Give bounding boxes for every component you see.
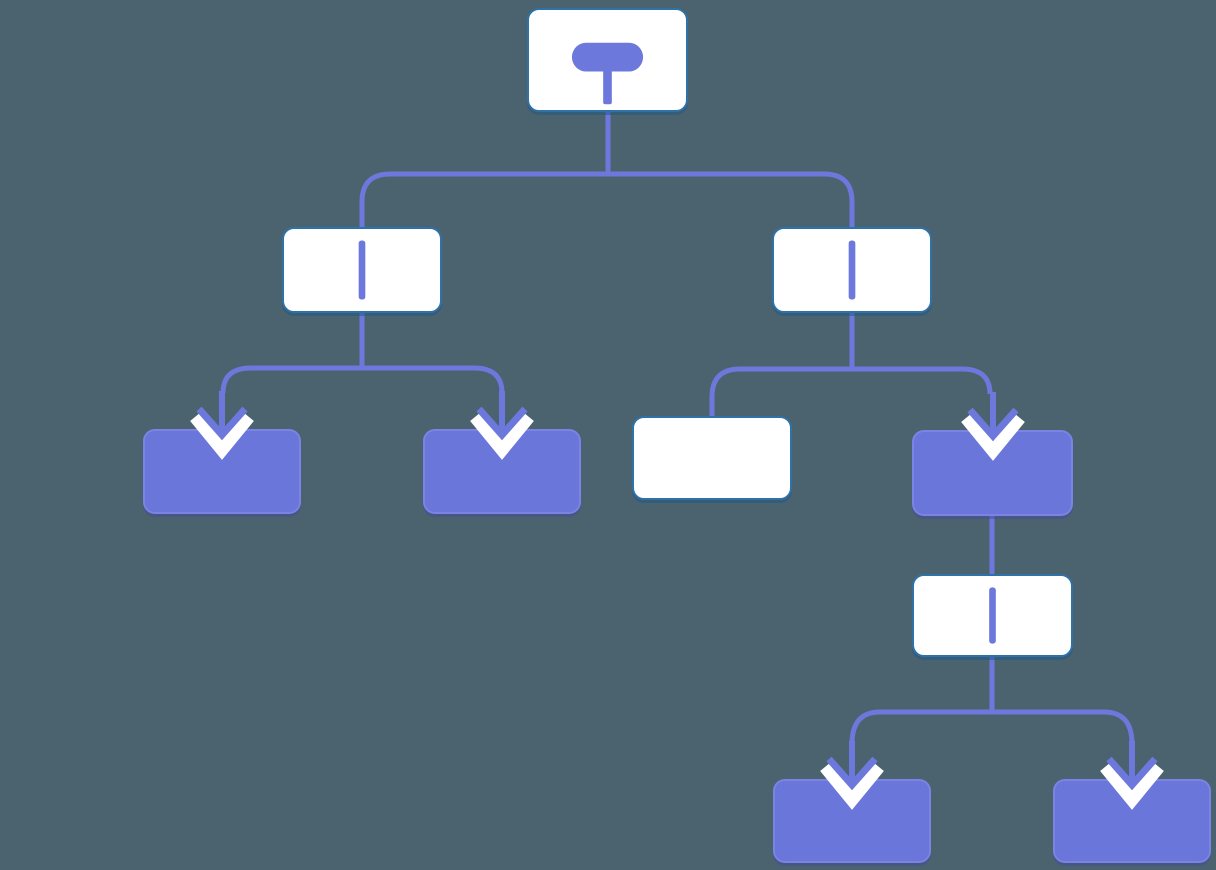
connector-level1-split [359, 171, 855, 227]
node-leaf-1[interactable] [143, 391, 301, 514]
vertical-bar-icon [848, 240, 856, 300]
chevron-arrow-icon [470, 391, 534, 460]
connector-branch-bottom-split [849, 709, 1135, 745]
node-root[interactable] [527, 8, 688, 112]
connector-branch-right-split [709, 366, 993, 416]
vertical-bar-icon [989, 587, 996, 644]
node-branch-right[interactable] [772, 227, 932, 313]
node-leaf-2[interactable] [423, 391, 581, 514]
node-child-plain[interactable] [632, 416, 792, 500]
chevron-arrow-icon [960, 392, 1025, 461]
node-branch-left[interactable] [282, 227, 442, 313]
chevron-arrow-icon [820, 741, 884, 810]
connector-branch-left-split [220, 365, 505, 394]
tree-root-icon [571, 42, 644, 105]
node-branch-bottom[interactable] [912, 574, 1073, 657]
node-leaf-5[interactable] [1053, 741, 1211, 863]
chevron-arrow-icon [1100, 741, 1164, 810]
chevron-arrow-icon [190, 391, 254, 460]
node-leaf-4[interactable] [773, 741, 931, 863]
node-leaf-3[interactable] [912, 392, 1073, 516]
vertical-bar-icon [358, 240, 366, 300]
